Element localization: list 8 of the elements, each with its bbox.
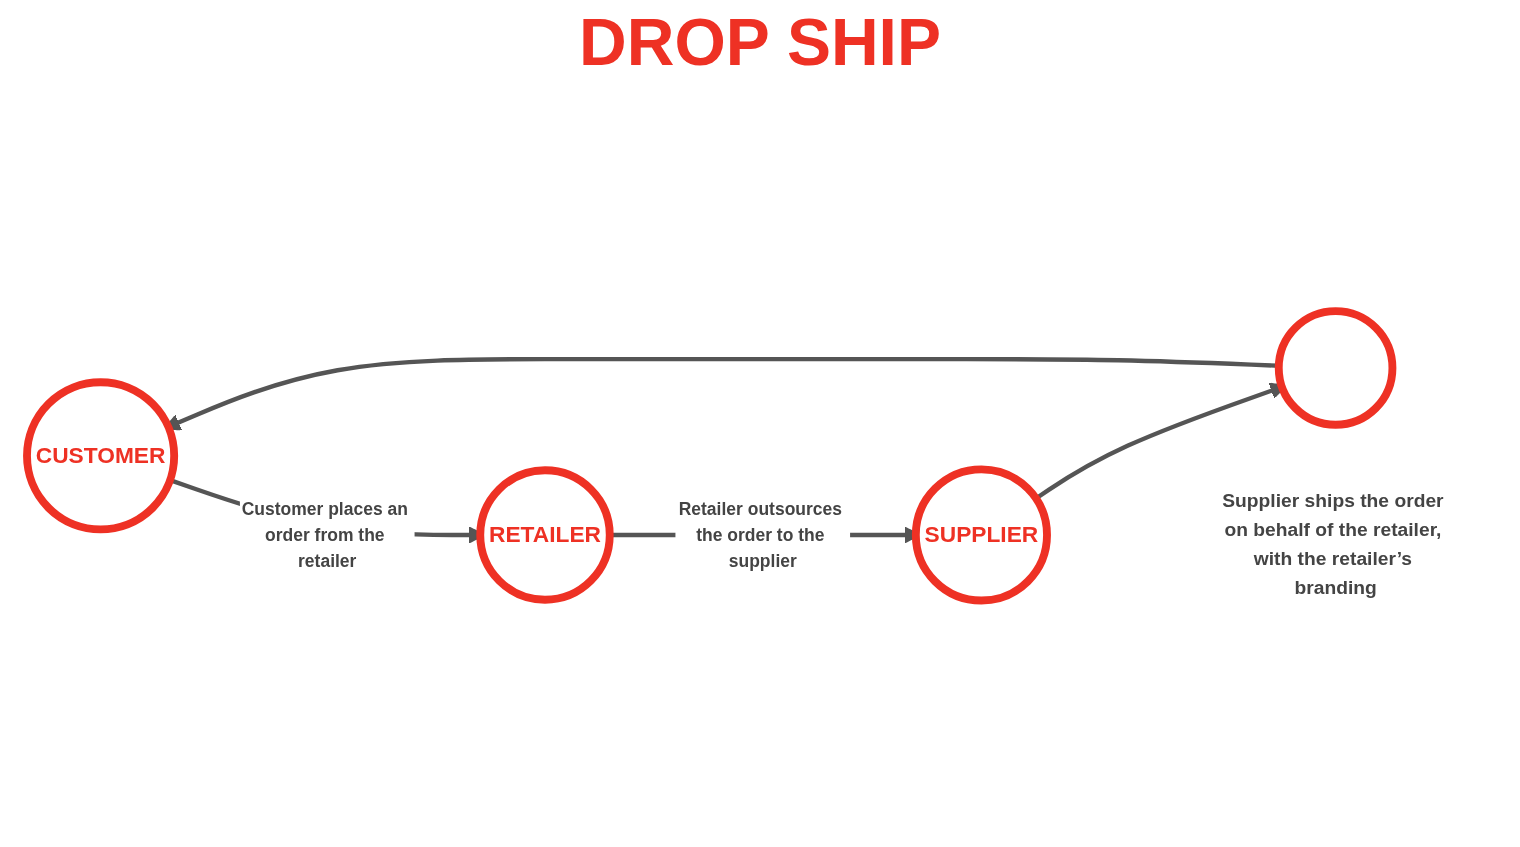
node-circle: CUSTOMER (23, 378, 179, 534)
node-label: Supplier ships the order on behalf of the retailer, with the retailer’s branding (1222, 489, 1444, 598)
title: DROP SHIP (579, 6, 941, 79)
edge-label: Customer places an order from the retailer (241, 499, 408, 571)
edge-label: Retailer outsources the order to the supplier (678, 499, 842, 571)
node-circle (1274, 307, 1397, 429)
node-circle: SUPPLIER (911, 465, 1051, 605)
node-circle: RETAILER (476, 466, 614, 604)
